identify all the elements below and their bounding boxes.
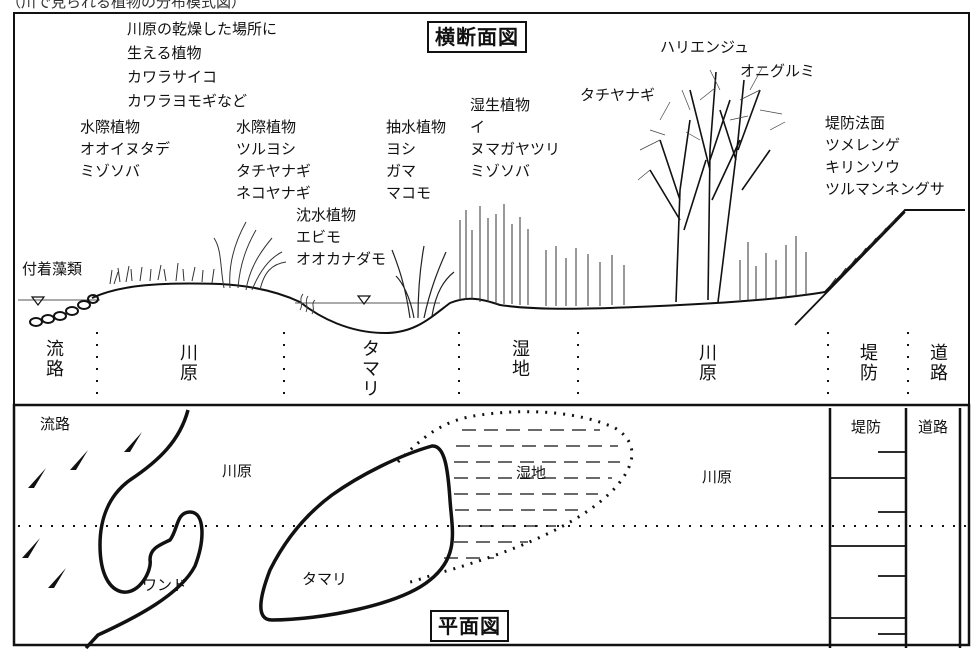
label-mizosoba-right: ミゾソバ (470, 162, 531, 180)
label-kawarayomogi: カワラヨモギなど (127, 92, 248, 110)
wetland-hatching (444, 429, 620, 559)
water-marker-left (30, 296, 46, 306)
label-onigurumi: オニグルミ (740, 62, 816, 80)
plan-label-levee: 堤防 (851, 418, 882, 436)
label-tachiyanagi-tree: タチヤナギ (580, 86, 656, 104)
submerged-plants (299, 293, 316, 315)
label-oo-inutade: オオイヌタデ (80, 140, 171, 158)
water-marker-pond (356, 295, 372, 305)
ground-profile-line (91, 209, 965, 335)
label-ookanadamo: オオカナダモ (296, 250, 387, 268)
label-tsurumannengusa: ツルマンネングサ (825, 180, 945, 198)
cross-section-title: 横断面図 (427, 21, 527, 53)
zone-separators (96, 332, 909, 400)
label-submerged-heading: 沈水植物 (296, 206, 357, 224)
figure-caption: （川で見られる植物の分布模式図） (6, 0, 247, 11)
levee-base-line (794, 211, 906, 326)
levee-slope-plants (829, 217, 897, 287)
plan-label-riverbed-right: 川原 (702, 468, 733, 486)
plan-label-channel: 流路 (40, 415, 71, 433)
label-nekoyanagi: ネコヤナギ (236, 184, 311, 202)
channel-boundary (84, 409, 204, 650)
zone-label-road: 道路 (930, 343, 948, 384)
label-emergent-heading: 抽水植物 (386, 118, 447, 136)
label-i: イ (470, 118, 486, 136)
plan-label-wetland: 湿地 (516, 464, 547, 482)
zone-label-wetland: 湿地 (512, 339, 530, 380)
zone-label-riverbed-left: 川原 (180, 343, 198, 384)
zone-label-tamari: タマリ (362, 339, 380, 400)
tamari-outline (259, 444, 455, 622)
label-tsumerenge: ツメレンゲ (825, 136, 901, 154)
label-attached-algae: 付着藻類 (22, 260, 83, 278)
label-wet-plants-heading: 湿生植物 (470, 96, 531, 114)
levee-cross-lines (830, 451, 906, 635)
plan-view-frame (12, 403, 971, 647)
plan-label-road: 道路 (918, 418, 949, 436)
label-harienju: ハリエンジュ (660, 38, 749, 56)
label-makomo: マコモ (386, 184, 432, 202)
label-numagayatsuri: ヌマガヤツリ (470, 140, 561, 158)
label-kirinsou: キリンソウ (825, 158, 901, 176)
zone-label-levee: 堤防 (860, 343, 878, 384)
label-tsuruyoshi: ツルヨシ (236, 140, 297, 158)
label-gama: ガマ (386, 162, 417, 180)
zone-label-channel: 流路 (46, 339, 64, 380)
algae-stones (29, 294, 99, 327)
label-dry-riverbed-sub: 生える植物 (127, 44, 202, 62)
label-levee-slope-heading: 堤防法面 (825, 114, 886, 132)
label-waterside-left-heading: 水際植物 (80, 118, 141, 136)
label-mizosoba-left: ミゾソバ (80, 162, 141, 180)
label-dry-riverbed-heading: 川原の乾燥した場所に (127, 20, 278, 38)
riverside-trees (649, 71, 771, 303)
label-kawarasaiko: カワラサイコ (127, 68, 218, 86)
label-yoshi: ヨシ (386, 140, 417, 158)
label-ebimo: エビモ (296, 228, 342, 246)
label-waterside-mid-heading: 水際植物 (236, 118, 297, 136)
reed-clump-waterside (213, 221, 287, 291)
plan-label-riverbed-left: 川原 (222, 462, 253, 480)
label-tachiyanagi-mid: タチヤナギ (236, 162, 312, 180)
plan-view-title: 平面図 (430, 610, 509, 642)
riverbed-grass-right (739, 236, 807, 300)
plan-label-tamari: タマリ (302, 570, 348, 588)
flow-arrows (22, 432, 142, 588)
wetland-grasses (459, 204, 625, 306)
riverbed-grass-left (109, 262, 215, 285)
plan-label-wando: ワンド (142, 576, 188, 594)
emergent-reeds (391, 245, 455, 319)
tree-twigs (637, 67, 786, 181)
zone-label-riverbed-right: 川原 (699, 343, 717, 384)
wetland-dotted-outline (396, 410, 634, 584)
